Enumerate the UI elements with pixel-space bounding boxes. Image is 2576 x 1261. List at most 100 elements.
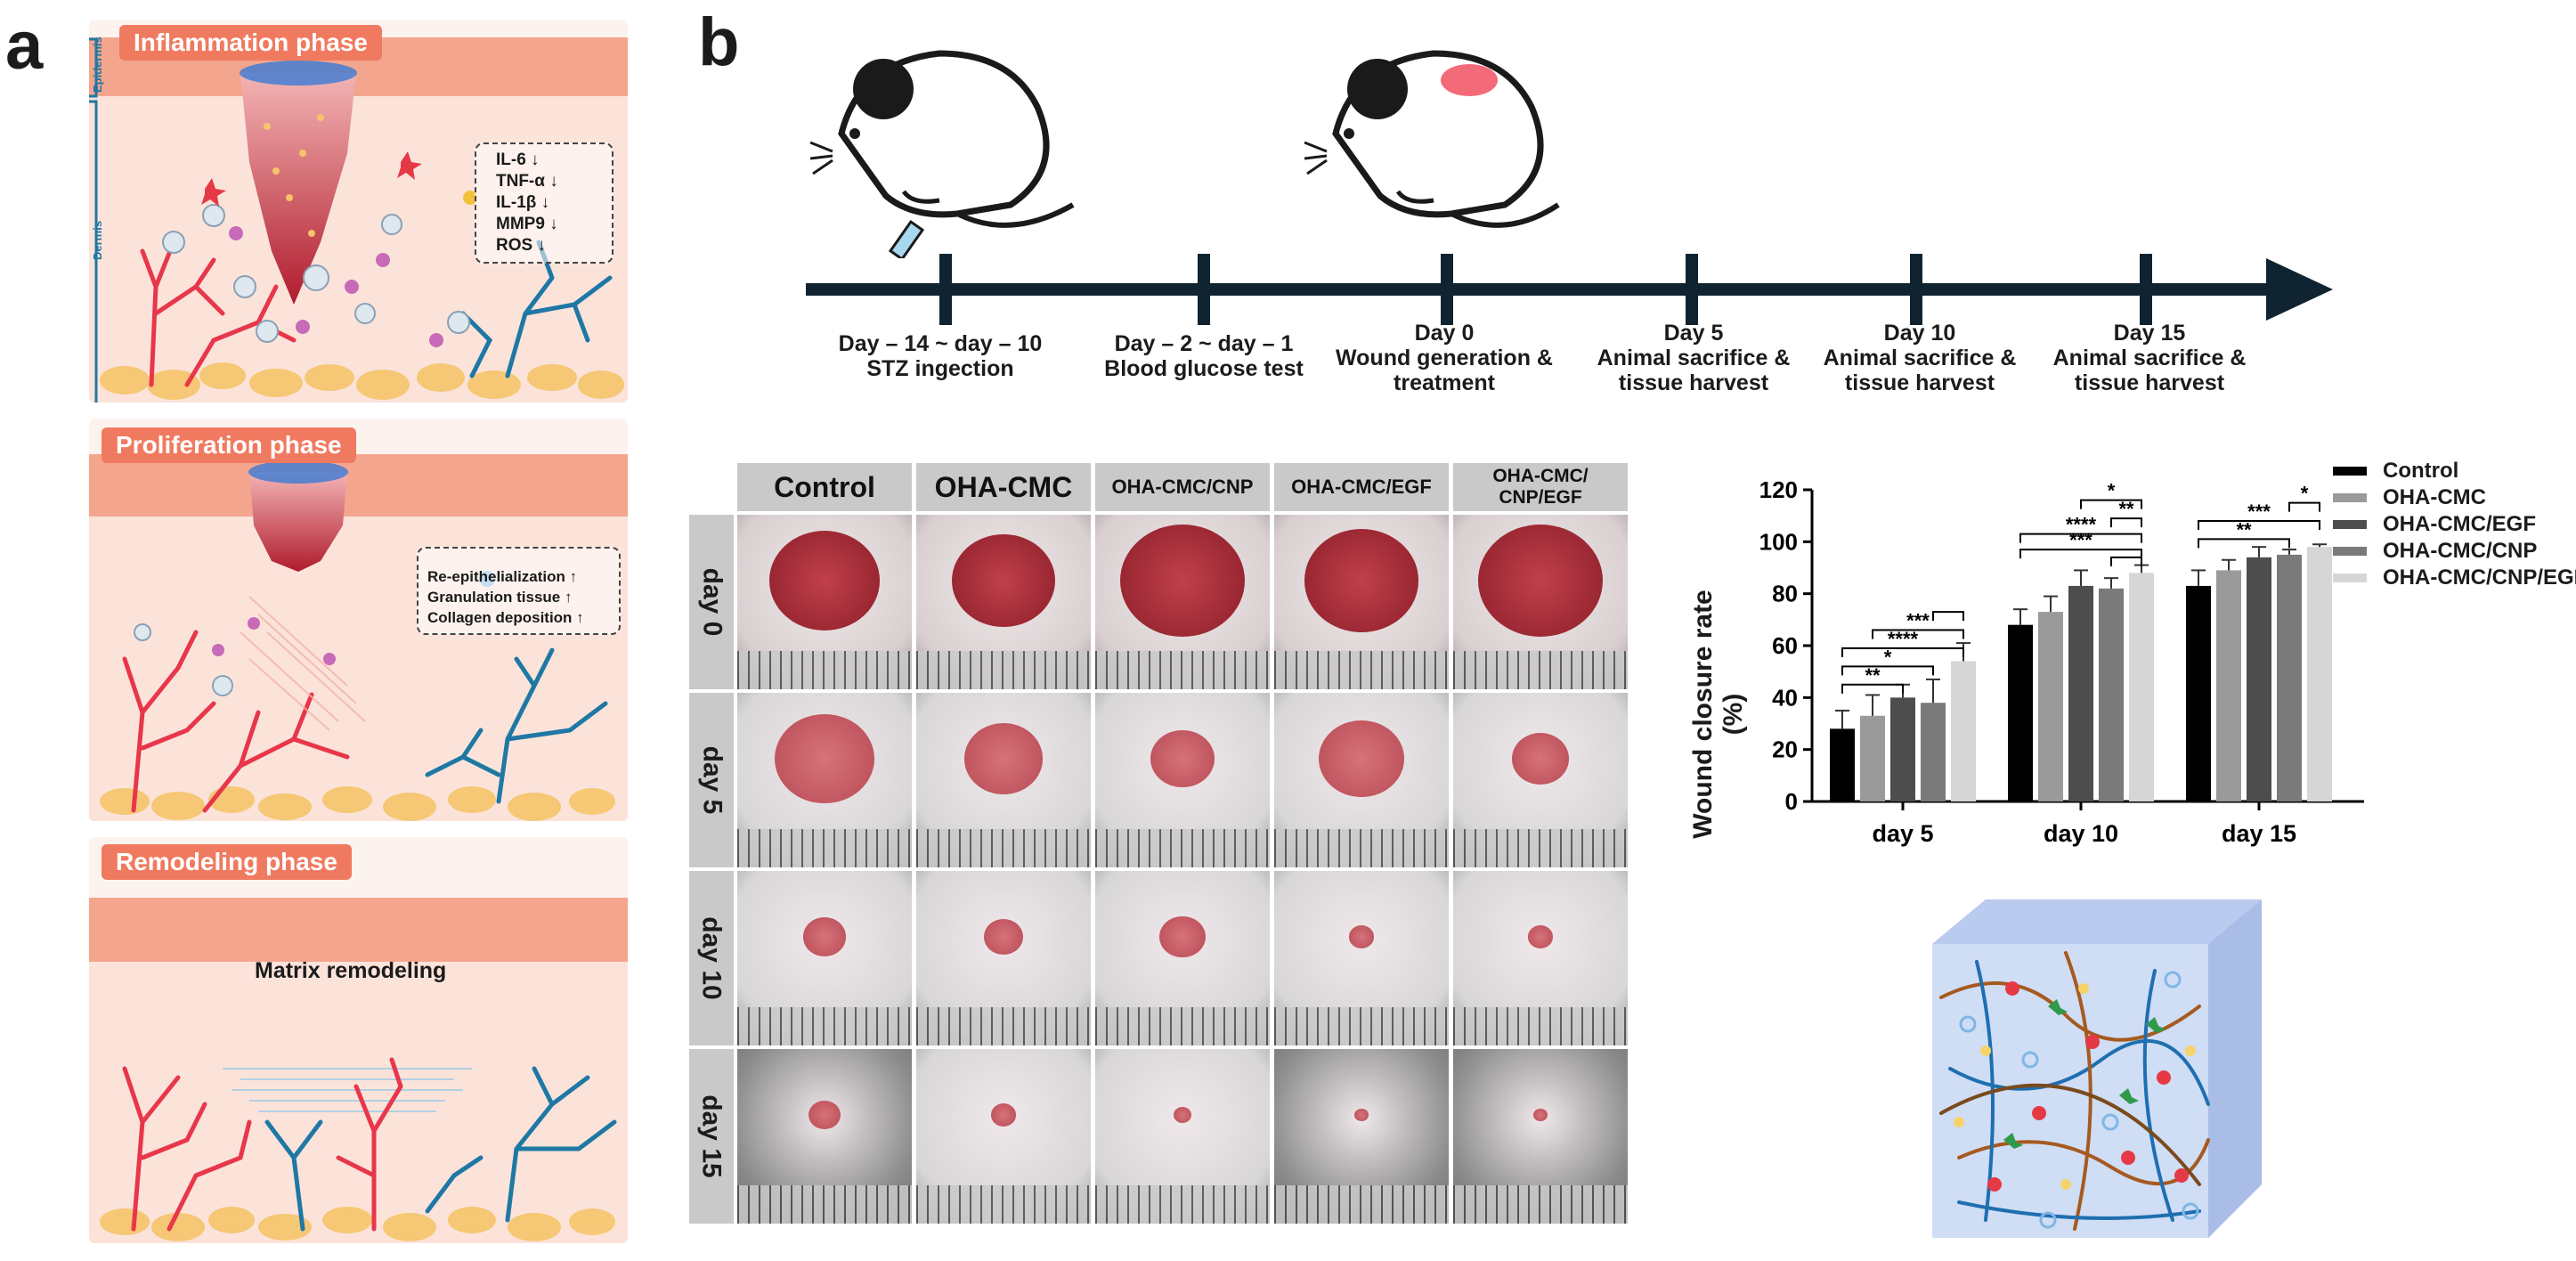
wound-photo [737, 693, 912, 867]
grid-row-label-day5: day 5 [689, 693, 734, 867]
significance-bracket [1872, 629, 1964, 639]
wound-photo [1453, 515, 1628, 689]
remodeling-illustration [100, 1057, 617, 1241]
wound-area [991, 1103, 1016, 1127]
marker-collagen: Collagen deposition ↑ [427, 609, 584, 626]
ruler-scale [737, 1184, 912, 1224]
x-tick-label: day 10 [2044, 820, 2118, 847]
epidermis-label: Epidermis [91, 37, 104, 93]
significance-bracket [2288, 501, 2320, 512]
wound-area [803, 917, 846, 956]
wound-area [964, 723, 1043, 794]
inflammation-markers: IL-6 ↓ TNF-α ↓ IL-1β ↓ MMP9 ↓ ROS ↓ [475, 142, 614, 264]
legend-item: OHA-CMC/CNP/EGF [2333, 565, 2576, 590]
significance-label: ** [2118, 498, 2134, 520]
mouse-wound-icon [1304, 50, 1560, 228]
legend-swatch [2333, 467, 2367, 476]
wound-area [1512, 733, 1569, 785]
panel-a-letter: a [5, 8, 44, 84]
legend-item: OHA-CMC [2333, 485, 2486, 510]
wound-area [1354, 1108, 1369, 1122]
significance-bracket [1932, 611, 1964, 622]
timeline-label-day5: Day 5 Animal sacrifice & tissue harvest [1597, 321, 1791, 395]
wound-photo [1095, 693, 1270, 867]
bar [1921, 703, 1946, 801]
timeline-label-day15: Day 15 Animal sacrifice & tissue harvest [2052, 321, 2247, 395]
marker-il1b: IL-1β ↓ [496, 193, 550, 212]
bar [1890, 697, 1915, 801]
grid-header-oha-cmc-egf: OHA-CMC/EGF [1274, 463, 1449, 511]
ruler-scale [737, 650, 912, 689]
wound-area [1159, 915, 1206, 958]
legend-swatch [2333, 493, 2367, 502]
timeline-label-day0: Day 0 Wound generation & treatment [1336, 321, 1553, 395]
wound-photo [1274, 693, 1449, 867]
inflammation-illustration [89, 37, 624, 403]
y-tick-label: 40 [1772, 684, 1798, 711]
legend-label: OHA-CMC/CNP [2383, 539, 2538, 563]
significance-bracket [1841, 647, 1964, 657]
grid-row-label-day0: day 0 [689, 515, 734, 689]
wound-area [1304, 529, 1418, 632]
grid-header-oha-cmc: OHA-CMC [916, 463, 1091, 511]
significance-label: * [2108, 480, 2116, 502]
mouse-stz-icon [809, 50, 1075, 258]
significance-label: **** [2066, 514, 2097, 536]
marker-re-epithelialization: Re-epithelialization ↑ [427, 568, 578, 585]
wound-area [1120, 525, 1245, 637]
ruler-scale [916, 828, 1091, 867]
wound-photo [737, 1049, 912, 1224]
ruler-scale [1095, 828, 1270, 867]
wound-photo [1095, 515, 1270, 689]
proliferation-phase-tag: Proliferation phase [102, 427, 356, 463]
significance-label: *** [2069, 529, 2092, 551]
ruler-scale [1095, 650, 1270, 689]
y-tick-label: 100 [1759, 528, 1798, 555]
x-tick-label: day 5 [1872, 820, 1933, 847]
y-tick-label: 120 [1759, 476, 1798, 503]
dermis-label: Dermis [91, 220, 104, 260]
proliferation-phase-panel: Proliferation phase Re-epithelialization… [89, 419, 628, 821]
wound-photo [1453, 1049, 1628, 1224]
wound-area [1528, 925, 1553, 948]
ruler-scale [1095, 1006, 1270, 1045]
ruler-scale [737, 1006, 912, 1045]
bar [2068, 585, 2093, 801]
ruler-scale [1274, 1184, 1449, 1224]
grid-row-label-day10: day 10 [689, 871, 734, 1045]
hydrogel-network-illustration [1932, 899, 2262, 1238]
ruler-scale [1274, 650, 1449, 689]
legend-label: OHA-CMC/CNP/EGF [2383, 565, 2576, 590]
wound-area [1478, 525, 1603, 637]
bar [1860, 715, 1885, 801]
legend-swatch [2333, 547, 2367, 556]
wound-photo [1095, 1049, 1270, 1224]
legend-label: OHA-CMC [2383, 485, 2486, 509]
marker-tnf: TNF-α ↓ [496, 172, 558, 191]
bar [2216, 570, 2241, 801]
marker-il6: IL-6 ↓ [496, 151, 540, 169]
significance-bracket [2019, 533, 2142, 543]
ruler-scale [1453, 828, 1628, 867]
timeline-arrow [806, 254, 2333, 325]
ruler-scale [1274, 828, 1449, 867]
bar [2247, 557, 2271, 801]
wound-area [952, 533, 1055, 628]
significance-bracket [2080, 499, 2142, 509]
significance-label: *** [2247, 500, 2271, 523]
ruler-scale [1453, 650, 1628, 689]
ruler-scale [916, 1184, 1091, 1224]
marker-ros: ROS ↓ [496, 236, 546, 255]
significance-bracket [2198, 520, 2320, 530]
significance-label: **** [1888, 628, 1919, 650]
wound-photo [1453, 871, 1628, 1045]
wound-area [769, 531, 880, 630]
legend-label: OHA-CMC/EGF [2383, 512, 2536, 536]
chart-y-axis-label: Wound closure rate (%) [1688, 590, 1748, 839]
wound-photo [1453, 693, 1628, 867]
y-tick-label: 80 [1772, 581, 1798, 607]
significance-label: * [1884, 646, 1892, 668]
wound-photo [737, 515, 912, 689]
legend-swatch [2333, 574, 2367, 582]
